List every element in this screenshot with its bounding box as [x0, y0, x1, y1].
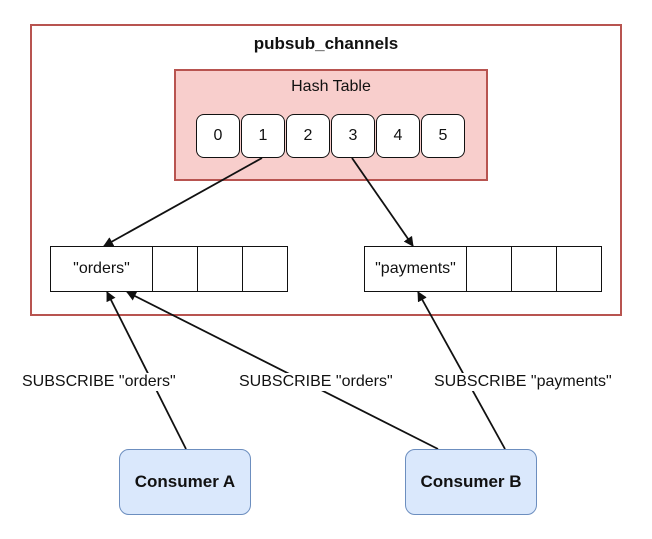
pubsub-channels-title: pubsub_channels — [253, 34, 399, 53]
hash-slot-4: 4 — [376, 114, 420, 158]
orders-subscriber-slot — [198, 246, 243, 292]
arrow-slot3-to-payments — [351, 157, 414, 247]
arrow-slot1-to-orders — [103, 157, 263, 247]
arrow-consumer-b-to-payments — [417, 291, 506, 450]
orders-channel-list: "orders" — [50, 246, 288, 292]
payments-channel-name: "payments" — [364, 246, 467, 292]
hash-slot-2: 2 — [286, 114, 330, 158]
hash-slot-3: 3 — [331, 114, 375, 158]
payments-subscriber-slot — [512, 246, 557, 292]
hash-table-title: Hash Table — [291, 78, 371, 95]
consumer-b-box: Consumer B — [405, 449, 537, 515]
edge-label-consumer-b-payments: SUBSCRIBE "payments" — [433, 373, 613, 391]
orders-subscriber-slot — [243, 246, 288, 292]
arrow-consumer-b-to-orders — [126, 291, 439, 450]
hash-slot-1: 1 — [241, 114, 285, 158]
payments-subscriber-slot — [557, 246, 602, 292]
hash-slot-5: 5 — [421, 114, 465, 158]
edge-label-consumer-a-orders: SUBSCRIBE "orders" — [21, 373, 177, 391]
arrow-consumer-a-to-orders — [106, 291, 187, 450]
hash-table-slots: 0 1 2 3 4 5 — [196, 114, 465, 158]
hash-slot-0: 0 — [196, 114, 240, 158]
edge-label-consumer-b-orders: SUBSCRIBE "orders" — [238, 373, 394, 391]
orders-channel-name: "orders" — [50, 246, 153, 292]
payments-subscriber-slot — [467, 246, 512, 292]
consumer-a-box: Consumer A — [119, 449, 251, 515]
payments-channel-list: "payments" — [364, 246, 602, 292]
orders-subscriber-slot — [153, 246, 198, 292]
